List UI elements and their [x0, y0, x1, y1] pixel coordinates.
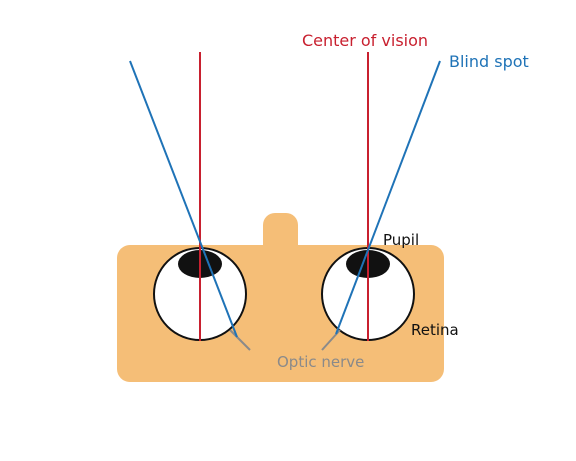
left-optic-nerve: [229, 329, 251, 351]
blind-spot-lines: [129, 60, 441, 338]
pupil-label: Pupil: [383, 231, 419, 249]
blind-spot-label: Blind spot: [449, 52, 529, 71]
center-of-vision-lines: [199, 52, 369, 341]
retina-label: Retina: [411, 321, 459, 339]
right-blind-line: [335, 60, 441, 335]
left-blind-line: [129, 60, 238, 338]
optic-nerve-label: Optic nerve: [277, 353, 364, 371]
center-of-vision-label: Center of vision: [302, 31, 428, 50]
